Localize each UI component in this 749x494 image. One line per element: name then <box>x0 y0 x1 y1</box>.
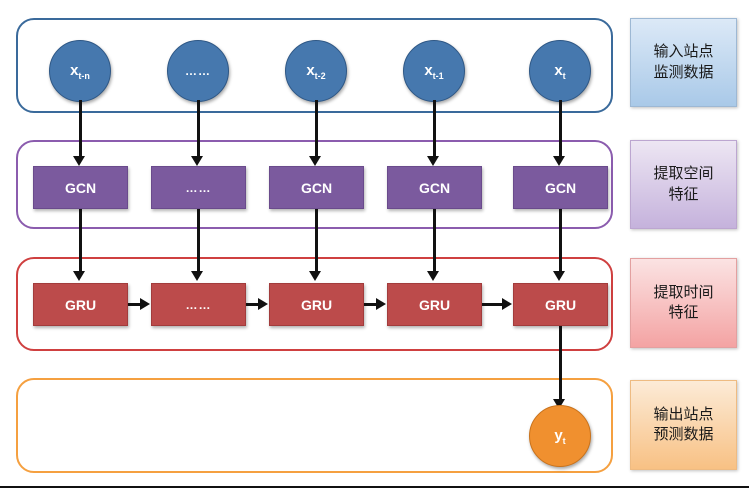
gcn-block-1[interactable]: GCN <box>33 166 128 209</box>
arrow-x-t-2-to-gcn-3-head <box>309 156 321 166</box>
legend-line-2: 监测数据 <box>653 63 714 81</box>
gcn-block-5[interactable]: GCN <box>513 166 608 209</box>
arrow-gru-4-to-gru-5 <box>482 303 503 306</box>
gru-block-4[interactable]: GRU <box>387 283 482 326</box>
output-node-label: yt <box>554 426 566 446</box>
gru-block-3[interactable]: GRU <box>269 283 364 326</box>
arrow-gcn-4-to-gru-4 <box>433 209 436 273</box>
arrow-gcn-5-to-gru-5-head <box>553 271 565 281</box>
input-node-label: xt <box>554 61 566 81</box>
gru-block-5[interactable]: GRU <box>513 283 608 326</box>
arrow-x-t-2-to-gcn-3 <box>315 100 318 158</box>
arrow-gcn-1-to-gru-1 <box>79 209 82 273</box>
arrow-gcn-1-to-gru-1-head <box>73 271 85 281</box>
gcn-block-label: GCN <box>418 179 451 196</box>
legend-panel-gcn: 提取空间 特征 <box>630 140 737 229</box>
arrow-gru-1-to-gru-2-head <box>140 298 150 310</box>
gru-block-label: GRU <box>300 296 333 313</box>
gcn-block-label: …… <box>185 180 212 195</box>
legend-line-2: 预测数据 <box>653 426 714 443</box>
gcn-block-ellipsis[interactable]: …… <box>151 166 246 209</box>
stage-container-input <box>16 18 613 113</box>
gcn-block-label: GCN <box>544 179 577 196</box>
bottom-divider <box>0 486 749 488</box>
legend-panel-input: 输入站点 监测数据 <box>630 18 737 107</box>
gcn-block-label: GCN <box>64 179 97 196</box>
arrow-gcn-3-to-gru-3-head <box>309 271 321 281</box>
arrow-gcn-5-to-gru-5 <box>559 209 562 273</box>
legend-text-output: 输出站点 预测数据 <box>653 405 713 446</box>
input-node-x-t-2[interactable]: xt-2 <box>285 40 347 102</box>
arrow-gru-2-to-gru-3-head <box>258 298 268 310</box>
legend-panel-output: 输出站点 预测数据 <box>630 380 737 470</box>
arrow-gru-4-to-gru-5-head <box>502 298 512 310</box>
legend-line-1: 提取时间 <box>653 283 714 301</box>
legend-panel-gru: 提取时间 特征 <box>630 258 737 348</box>
input-node-x-t[interactable]: xt <box>529 40 591 102</box>
gcn-block-4[interactable]: GCN <box>387 166 482 209</box>
arrow-x-t-n-to-gcn-1-head <box>73 156 85 166</box>
arrow-gru-2-to-gru-3 <box>246 303 259 306</box>
legend-line-2: 特征 <box>668 304 699 321</box>
arrow-gcn-2-to-gru-2-head <box>191 271 203 281</box>
legend-text-gcn: 提取空间 特征 <box>653 164 713 205</box>
gru-block-label: …… <box>185 297 212 312</box>
arrow-gcn-3-to-gru-3 <box>315 209 318 273</box>
arrow-gcn-4-to-gru-4-head <box>427 271 439 281</box>
arrow-x-t-to-gcn-5-head <box>553 156 565 166</box>
legend-line-2: 特征 <box>668 185 699 203</box>
gru-block-label: GRU <box>64 296 97 313</box>
arrow-gru-5-to-y-t <box>559 326 562 401</box>
input-node-label: xt-2 <box>306 61 326 81</box>
input-node-label: xt-1 <box>424 61 444 81</box>
stage-container-gru <box>16 257 613 351</box>
arrow-gru-5-to-y-t-head <box>553 399 565 409</box>
legend-text-input: 输入站点 监测数据 <box>653 42 713 83</box>
arrow-gru-1-to-gru-2 <box>128 303 141 306</box>
stage-container-output <box>16 378 613 473</box>
legend-line-1: 输出站点 <box>653 405 714 423</box>
legend-text-gru: 提取时间 特征 <box>653 283 713 324</box>
arrow-gru-3-to-gru-4-head <box>376 298 386 310</box>
arrow-x-t-n-to-gcn-1 <box>79 100 82 158</box>
gru-block-ellipsis[interactable]: …… <box>151 283 246 326</box>
gru-block-1[interactable]: GRU <box>33 283 128 326</box>
arrow-ellipsis-to-gcn-2-head <box>191 156 203 166</box>
arrow-x-t-to-gcn-5 <box>559 100 562 158</box>
input-node-x-t-1[interactable]: xt-1 <box>403 40 465 102</box>
legend-line-1: 输入站点 <box>653 43 714 61</box>
input-node-x-t-n[interactable]: xt-n <box>49 40 111 102</box>
input-node-label: …… <box>185 64 211 78</box>
stage-container-gcn <box>16 140 613 229</box>
gcn-block-3[interactable]: GCN <box>269 166 364 209</box>
gcn-block-label: GCN <box>300 179 333 196</box>
gru-block-label: GRU <box>544 296 577 313</box>
arrow-ellipsis-to-gcn-2 <box>197 100 200 158</box>
input-node-label: xt-n <box>70 61 90 81</box>
gru-block-label: GRU <box>418 296 451 313</box>
arrow-gcn-2-to-gru-2 <box>197 209 200 273</box>
legend-line-1: 提取空间 <box>653 165 714 183</box>
output-node-y-t[interactable]: yt <box>529 405 591 467</box>
input-node-ellipsis[interactable]: …… <box>167 40 229 102</box>
arrow-gru-3-to-gru-4 <box>364 303 377 306</box>
arrow-x-t-1-to-gcn-4 <box>433 100 436 158</box>
arrow-x-t-1-to-gcn-4-head <box>427 156 439 166</box>
